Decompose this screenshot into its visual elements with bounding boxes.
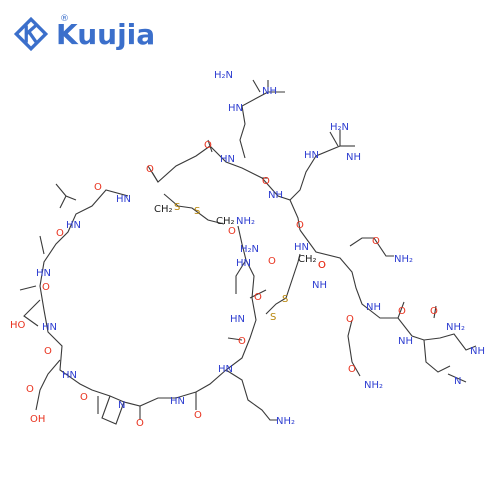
atom-label: O bbox=[26, 384, 34, 395]
atom-label: O bbox=[318, 260, 326, 271]
atom-label: N bbox=[454, 376, 461, 387]
atom-label: HN bbox=[218, 364, 233, 375]
atom-label: NH bbox=[346, 152, 361, 163]
k-diamond-icon bbox=[13, 16, 49, 52]
registered-mark: ® bbox=[60, 14, 69, 24]
atom-label: O bbox=[318, 260, 326, 271]
atom-label: HO bbox=[10, 320, 26, 331]
atom-label: HN bbox=[42, 322, 57, 333]
brand-logo: Kuujia ® bbox=[12, 12, 155, 56]
brand-name: Kuujia bbox=[56, 17, 156, 51]
atom-label: NH bbox=[268, 190, 283, 201]
atom-label: CH₂ bbox=[154, 204, 173, 215]
atom-labels: H₂N NH HN H₂N NH HN O O O O O O O O O O … bbox=[10, 70, 485, 429]
atom-label: NH bbox=[398, 336, 413, 347]
atom-label: O bbox=[204, 140, 212, 151]
atom-label: O bbox=[268, 256, 276, 267]
atom-label: O bbox=[262, 176, 270, 187]
atom-label: O bbox=[42, 282, 50, 293]
atom-label: CH₂ bbox=[298, 254, 317, 265]
bond-skeleton bbox=[19, 79, 477, 425]
atom-label: HN bbox=[170, 396, 185, 407]
atom-label: S bbox=[282, 294, 288, 305]
atom-label: O bbox=[346, 314, 354, 325]
atom-label: HN bbox=[294, 242, 309, 253]
atom-label: O bbox=[254, 292, 262, 303]
atom-label: O bbox=[56, 228, 64, 239]
atom-label: O bbox=[146, 164, 154, 175]
atom-label: O bbox=[136, 418, 144, 429]
atom-label: S bbox=[174, 202, 180, 213]
atom-label: NH bbox=[312, 280, 327, 291]
atom-label: O bbox=[348, 364, 356, 375]
atom-label: O bbox=[296, 220, 304, 231]
atom-label: O bbox=[228, 226, 236, 237]
atom-label: H₂N bbox=[240, 244, 259, 255]
atom-label: NH₂ bbox=[446, 322, 465, 333]
atom-label: S bbox=[270, 312, 276, 323]
atom-label: NH bbox=[366, 302, 381, 313]
atom-label: HN bbox=[228, 103, 243, 114]
atom-label: NH₂ bbox=[236, 216, 255, 227]
atom-label: H₂N bbox=[330, 122, 349, 133]
atom-label: HN bbox=[66, 220, 81, 231]
atom-label: HN bbox=[304, 150, 319, 161]
atom-label: S bbox=[194, 206, 200, 217]
atom-label: O bbox=[372, 236, 380, 247]
atom-label: HN bbox=[36, 268, 51, 279]
atom-label: HN bbox=[230, 314, 245, 325]
atom-label: O bbox=[430, 306, 438, 317]
atom-label: NH₂ bbox=[364, 380, 383, 391]
atom-label: O bbox=[94, 182, 102, 193]
atom-label: NH₂ bbox=[394, 254, 413, 265]
atom-label: HN bbox=[236, 258, 251, 269]
atom-label: OH bbox=[30, 414, 45, 425]
atom-label: NH bbox=[470, 346, 485, 357]
atom-label: H₂N bbox=[214, 70, 233, 81]
atom-label: HN bbox=[62, 370, 77, 381]
atom-label: O bbox=[80, 392, 88, 403]
atom-label: O bbox=[44, 346, 52, 357]
atom-label: O bbox=[194, 410, 202, 421]
atom-label: O bbox=[238, 336, 246, 347]
atom-label: HN bbox=[116, 194, 131, 205]
atom-label: N bbox=[118, 400, 125, 411]
atom-label: CH₂ bbox=[216, 216, 235, 227]
atom-label: HN bbox=[220, 154, 235, 165]
atom-label: NH bbox=[262, 86, 277, 97]
atom-label: O bbox=[398, 306, 406, 317]
atom-label: NH₂ bbox=[276, 416, 295, 427]
